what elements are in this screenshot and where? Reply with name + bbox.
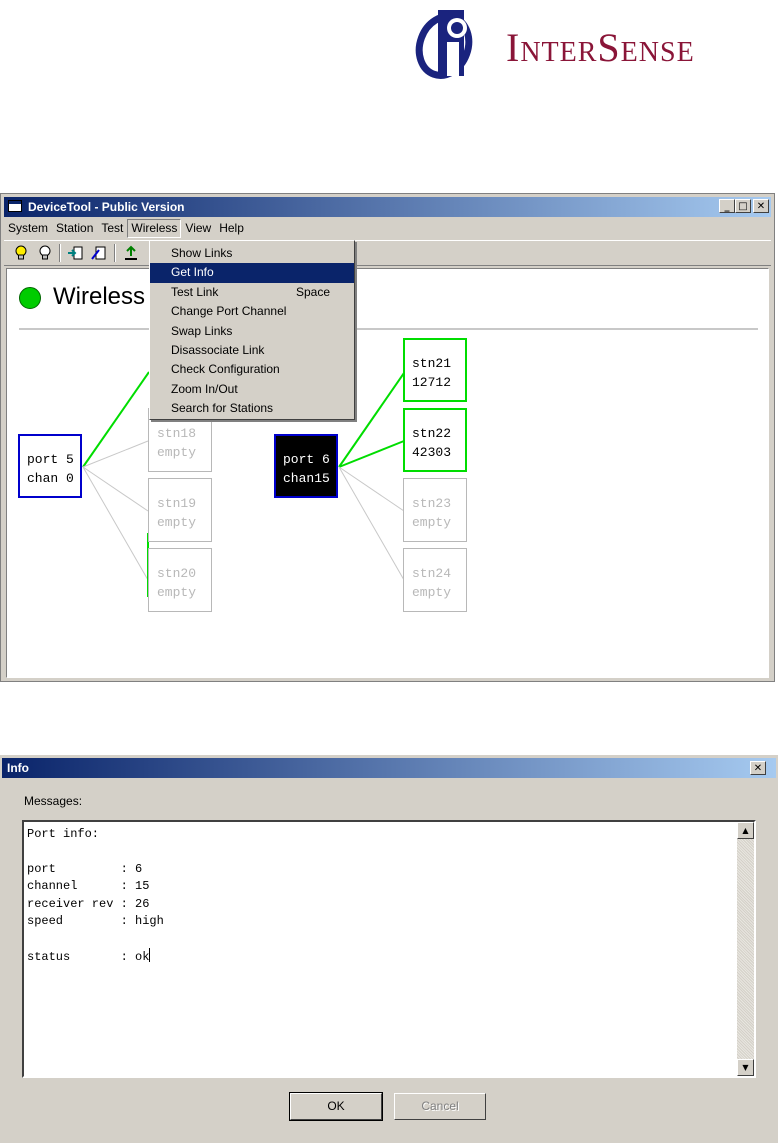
- dialog-title: Info: [7, 761, 29, 775]
- brand-name: InterSense: [506, 25, 695, 70]
- app-icon: [8, 200, 22, 212]
- minimize-button[interactable]: _: [719, 199, 735, 213]
- link-port5-active: [82, 371, 150, 468]
- status-indicator: [19, 287, 41, 309]
- messages-text: Port info: port : 6 channel : 15 receive…: [27, 827, 164, 964]
- cancel-button[interactable]: Cancel: [394, 1093, 486, 1120]
- station-node-stn21[interactable]: stn21 12712: [403, 338, 467, 402]
- menu-item-search-stations[interactable]: Search for Stations: [171, 401, 274, 416]
- menu-item-zoom[interactable]: Zoom In/Out: [171, 381, 238, 396]
- port-node-6[interactable]: port 6 chan15: [274, 434, 338, 498]
- toolbar-separator: [114, 244, 116, 262]
- link-port5-stn19: [82, 466, 149, 512]
- devicetool-window: DeviceTool - Public Version _ □ ✕ System…: [0, 193, 775, 682]
- upload-icon[interactable]: [122, 244, 140, 262]
- menu-wireless[interactable]: Wireless: [127, 219, 182, 238]
- menu-view[interactable]: View: [185, 221, 212, 235]
- toolbar-separator: [59, 244, 61, 262]
- menu-test[interactable]: Test: [101, 221, 124, 235]
- info-dialog: Info ✕ Messages: Port info: port : 6 cha…: [0, 754, 778, 1143]
- ok-button[interactable]: OK: [289, 1092, 383, 1121]
- dialog-titlebar[interactable]: Info ✕: [2, 758, 776, 778]
- link-port6-stn22: [338, 440, 405, 468]
- station-node-stn19[interactable]: stn19 empty: [148, 478, 212, 542]
- menu-item-change-port-channel[interactable]: Change Port Channel: [171, 304, 287, 319]
- menu-item-get-info[interactable]: Get Info: [150, 263, 354, 283]
- lightbulb-off-icon[interactable]: [36, 244, 54, 262]
- text-caret: [149, 947, 151, 962]
- menu-item-disassociate-link[interactable]: Disassociate Link: [171, 342, 265, 357]
- lightbulb-on-icon[interactable]: [12, 244, 30, 262]
- scroll-up-icon[interactable]: ▲: [737, 822, 754, 839]
- shortcut-label: Space: [295, 284, 330, 299]
- view-heading: Wireless: [53, 283, 146, 310]
- link-port6-stn21: [338, 372, 405, 468]
- maximize-button[interactable]: □: [735, 199, 751, 213]
- toolbar: [4, 240, 771, 266]
- messages-textarea[interactable]: Port info: port : 6 channel : 15 receive…: [22, 820, 756, 1078]
- wireless-view: Wireless port 5 chan 0 port 6 chan15 stn…: [6, 268, 769, 678]
- port-node-5[interactable]: port 5 chan 0: [18, 434, 82, 498]
- close-button[interactable]: ✕: [753, 199, 769, 213]
- station-node-stn23[interactable]: stn23 empty: [403, 478, 467, 542]
- menu-station[interactable]: Station: [56, 221, 94, 235]
- intersense-logo-icon: [415, 10, 473, 79]
- station-node-stn24[interactable]: stn24 empty: [403, 548, 467, 612]
- station-config-icon[interactable]: [90, 244, 108, 262]
- menu-item-show-links[interactable]: Show Links: [171, 246, 233, 260]
- scroll-down-icon[interactable]: ▼: [737, 1059, 754, 1076]
- menu-item-check-configuration[interactable]: Check Configuration: [171, 362, 280, 377]
- link-port6-stn24: [338, 466, 405, 581]
- link-port5-stn20: [82, 466, 149, 581]
- link-port6-stn23: [338, 466, 405, 512]
- menu-system[interactable]: System: [8, 221, 49, 235]
- menu-bar: System Station Test Wireless View Help: [4, 219, 771, 238]
- link-lines: [82, 371, 405, 581]
- window-title: DeviceTool - Public Version: [28, 200, 185, 214]
- menu-item-swap-links[interactable]: Swap Links: [171, 323, 233, 338]
- link-port5-stn18: [82, 440, 149, 468]
- dialog-close-button[interactable]: ✕: [750, 761, 766, 775]
- station-node-stn22[interactable]: stn22 42303: [403, 408, 467, 472]
- station-connect-icon[interactable]: [66, 244, 84, 262]
- divider: [19, 328, 758, 330]
- menu-help[interactable]: Help: [219, 221, 244, 235]
- vertical-scrollbar[interactable]: ▲ ▼: [737, 822, 754, 1076]
- messages-label: Messages:: [24, 794, 83, 808]
- intersense-logo: InterSense: [414, 6, 774, 80]
- station-node-stn20[interactable]: stn20 empty: [148, 548, 212, 612]
- window-titlebar[interactable]: DeviceTool - Public Version _ □ ✕: [4, 197, 771, 217]
